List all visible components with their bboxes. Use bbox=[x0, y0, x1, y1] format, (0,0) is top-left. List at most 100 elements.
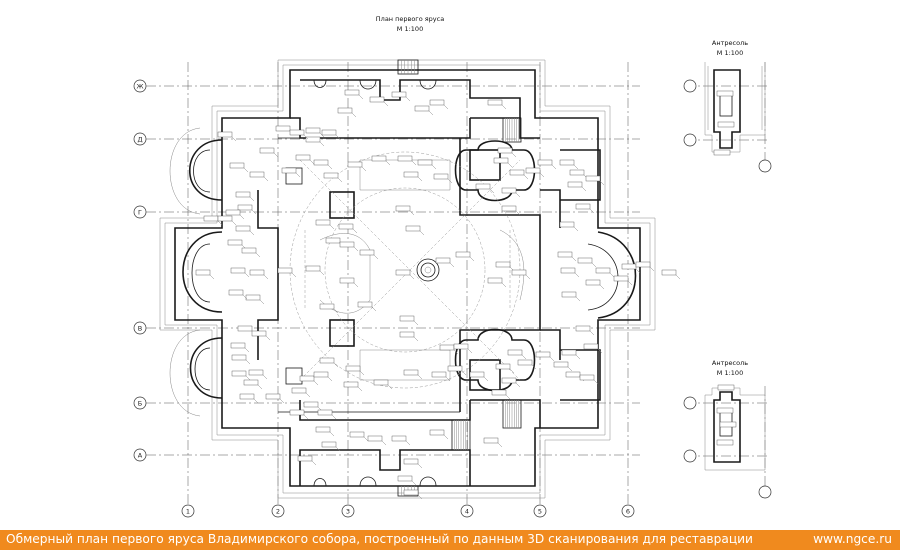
main-plan-title: План первого яруса М 1:100 bbox=[350, 14, 470, 34]
elevation-mark bbox=[579, 374, 595, 381]
axis-col-label: 6 bbox=[626, 508, 630, 516]
mezzanine-bottom-title-text: Антресоль bbox=[711, 359, 749, 367]
elevation-mark bbox=[317, 409, 333, 416]
elevation-mark bbox=[319, 303, 335, 310]
elevation-mark bbox=[435, 257, 451, 264]
elevation-mark bbox=[561, 291, 577, 298]
axis-row-label: А bbox=[138, 452, 143, 460]
axis-row-bubble bbox=[133, 205, 147, 219]
axis-row-bubble bbox=[133, 396, 147, 410]
elevation-mark bbox=[511, 269, 527, 276]
elevation-mark bbox=[319, 357, 335, 364]
caption-url-link[interactable]: www.ngce.ru bbox=[813, 532, 892, 546]
elevation-mark bbox=[501, 187, 517, 194]
elevation-mark bbox=[495, 363, 511, 370]
elevation-mark bbox=[557, 251, 573, 258]
main-plan-title-text: План первого яруса bbox=[375, 15, 445, 23]
elevation-mark bbox=[561, 349, 577, 356]
elevation-mark bbox=[397, 155, 413, 162]
elevation-mark bbox=[635, 261, 651, 268]
axis-col-label: 1 bbox=[186, 508, 190, 516]
elevation-mark bbox=[495, 261, 511, 268]
elevation-mark bbox=[397, 475, 413, 482]
elevation-mark bbox=[621, 263, 637, 270]
elevation-mark bbox=[225, 209, 241, 216]
axis-col-bubble bbox=[621, 504, 635, 518]
elevation-mark bbox=[339, 241, 355, 248]
axis-row-bubble bbox=[133, 448, 147, 462]
elevation-mark bbox=[338, 223, 354, 230]
elevation-mark bbox=[455, 251, 471, 258]
elevation-mark bbox=[305, 136, 321, 143]
elevation-tags bbox=[195, 89, 681, 500]
mezzanine-top-scale: М 1:100 bbox=[716, 49, 744, 57]
elevation-mark bbox=[359, 249, 375, 256]
elevation-mark bbox=[493, 157, 509, 164]
axis-bubbles: ЖДГВБА123456ЖД5БА5 bbox=[133, 79, 767, 518]
elevation-mark bbox=[305, 265, 321, 272]
mezzanine-top-title-text: Антресоль bbox=[711, 39, 749, 47]
elevation-mark bbox=[405, 225, 421, 232]
elevation-mark bbox=[585, 175, 601, 182]
elevation-mark bbox=[391, 91, 407, 98]
elevation-mark bbox=[289, 409, 305, 416]
elevation-mark bbox=[291, 387, 307, 394]
main-plan-scale: М 1:100 bbox=[396, 25, 424, 33]
caption-text: Обмерный план первого яруса Владимирског… bbox=[6, 532, 753, 546]
axis-col-bubble bbox=[181, 504, 195, 518]
elevation-mark bbox=[403, 171, 419, 178]
axis-row-label: Д bbox=[137, 136, 142, 144]
axis-row-label: Б bbox=[138, 400, 142, 408]
elevation-mark bbox=[429, 99, 445, 106]
elevation-mark bbox=[321, 129, 337, 136]
elevation-mark bbox=[403, 458, 419, 465]
mezzanine-plan-bottom bbox=[683, 384, 772, 499]
elevation-mark bbox=[553, 361, 569, 368]
elevation-mark bbox=[469, 371, 485, 378]
elevation-mark bbox=[399, 315, 415, 322]
mezzanine-bottom-scale: М 1:100 bbox=[716, 369, 744, 377]
floor-plan-drawing: .w{fill:none;stroke:#1a1a1a;stroke-width… bbox=[133, 59, 772, 518]
elevation-mark bbox=[357, 301, 373, 308]
elevation-mark bbox=[475, 183, 491, 190]
building-outline bbox=[159, 59, 656, 499]
elevation-mark bbox=[395, 205, 411, 212]
elevation-mark bbox=[323, 172, 339, 179]
elevation-mark bbox=[277, 267, 293, 274]
elevation-mark bbox=[565, 371, 581, 378]
elevation-mark bbox=[403, 489, 419, 496]
elevation-mark bbox=[507, 349, 523, 356]
elevation-mark bbox=[241, 247, 257, 254]
elevation-mark bbox=[559, 221, 575, 228]
caption-bar: Обмерный план первого яруса Владимирског… bbox=[0, 530, 900, 550]
elevation-mark bbox=[337, 107, 353, 114]
axis-col-label: 5 bbox=[538, 508, 542, 516]
elevation-mark bbox=[559, 159, 575, 166]
elevation-mark bbox=[315, 426, 331, 433]
elevation-mark bbox=[517, 359, 533, 366]
elevation-mark bbox=[429, 429, 445, 436]
elevation-mark bbox=[275, 125, 291, 132]
elevation-mark bbox=[243, 379, 259, 386]
elevation-mark bbox=[369, 96, 385, 103]
elevation-mark bbox=[229, 162, 245, 169]
elevation-mark bbox=[230, 342, 246, 349]
elevation-mark bbox=[313, 371, 329, 378]
elevation-mark bbox=[299, 375, 315, 382]
elevation-mark bbox=[525, 167, 541, 174]
elevation-mark bbox=[343, 381, 359, 388]
elevation-mark bbox=[217, 215, 233, 222]
elevation-mark bbox=[230, 267, 246, 274]
elevation-mark bbox=[345, 365, 361, 372]
elevation-mark bbox=[239, 393, 255, 400]
elevation-mark bbox=[583, 343, 599, 350]
elevation-mark bbox=[569, 169, 585, 176]
elevation-mark bbox=[414, 105, 430, 112]
elevation-mark bbox=[537, 159, 553, 166]
axis-row-bubble bbox=[133, 321, 147, 335]
axis-col-bubble bbox=[460, 504, 474, 518]
elevation-mark bbox=[339, 277, 355, 284]
axis-row-bubble bbox=[133, 79, 147, 93]
elevation-mark bbox=[203, 215, 219, 222]
axis-col-bubble bbox=[271, 504, 285, 518]
